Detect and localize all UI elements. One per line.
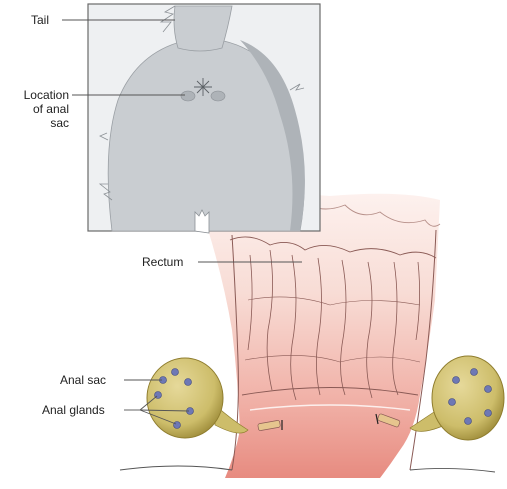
skin-line-right xyxy=(410,468,495,472)
label-rectum: Rectum xyxy=(142,255,183,269)
label-tail: Tail xyxy=(31,13,49,27)
label-location-line3: sac xyxy=(0,116,69,130)
label-anal-glands: Anal glands xyxy=(42,403,105,417)
skin-line-left xyxy=(120,466,232,470)
left-anal-sac xyxy=(147,358,248,438)
dog-rear-view-inset xyxy=(88,4,320,233)
rectum-illustration xyxy=(200,194,440,478)
label-location-line2: of anal xyxy=(0,102,69,116)
label-location-line1: Location xyxy=(0,88,69,102)
label-anal-sac: Anal sac xyxy=(60,373,106,387)
